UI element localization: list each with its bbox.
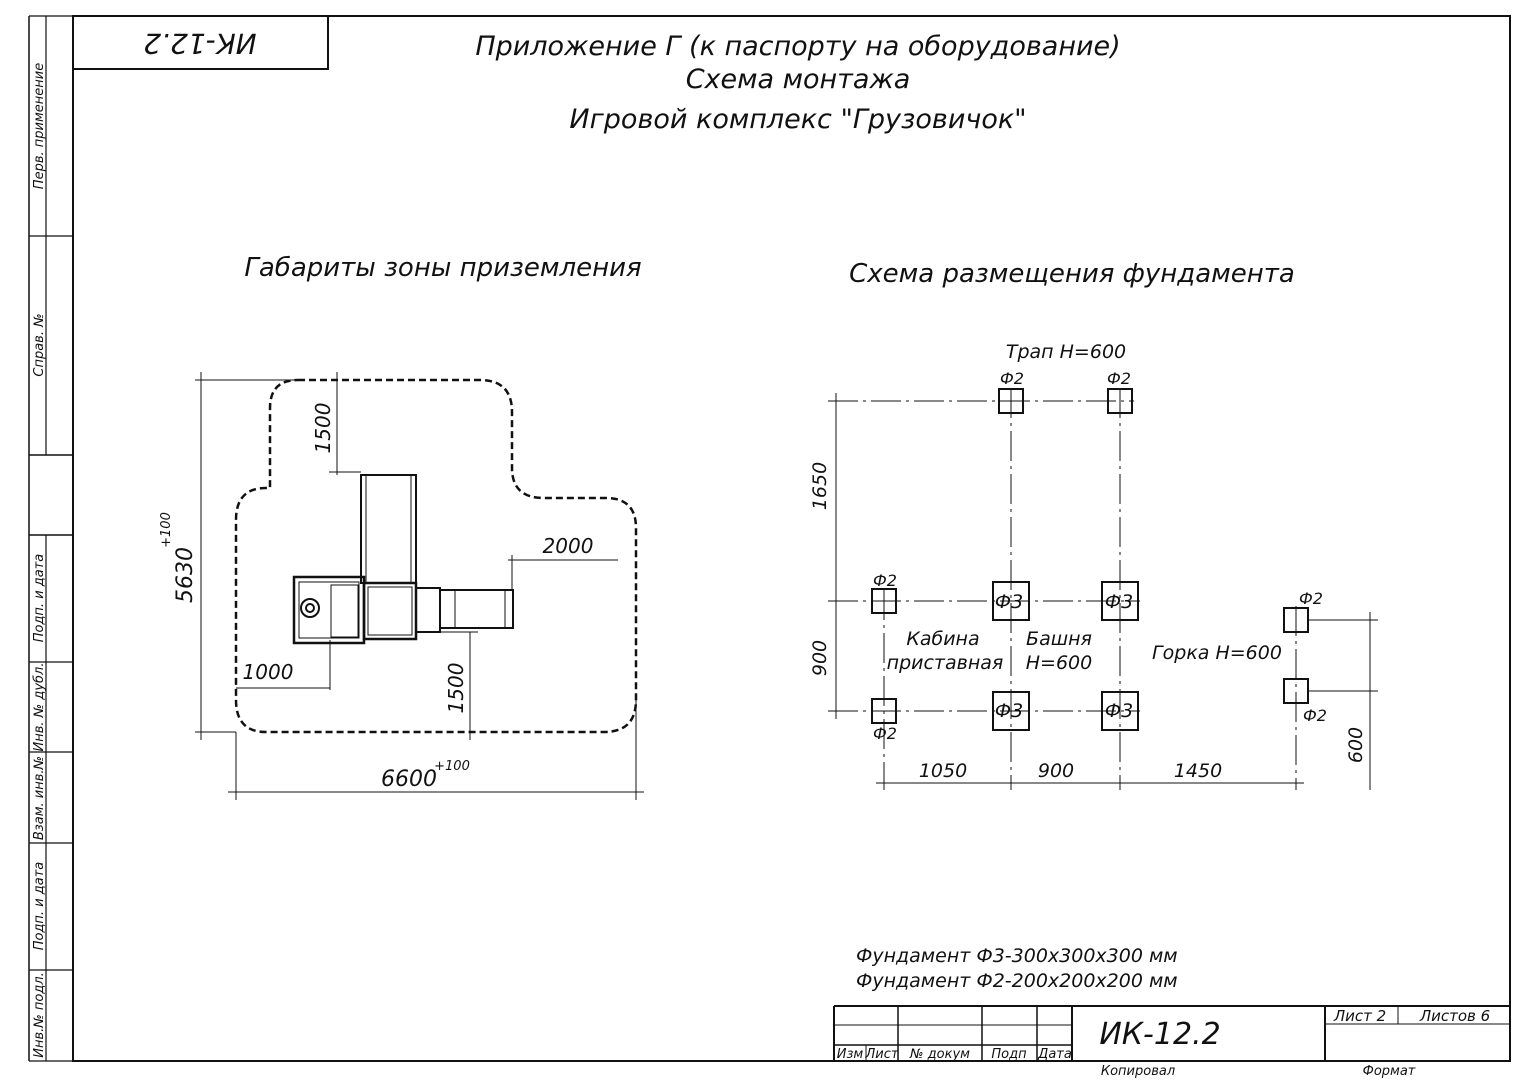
dim-landing-width: 6600 bbox=[381, 767, 437, 792]
outer-frame bbox=[72, 15, 1511, 1062]
foundation-title: Схема размещения фундамента bbox=[849, 259, 1295, 289]
f3-label-2: Ф3 bbox=[1105, 591, 1133, 613]
col-sign: Подп bbox=[991, 1047, 1027, 1062]
f3-foundations bbox=[992, 581, 1139, 731]
dim-foundation-1450: 1450 bbox=[1174, 760, 1222, 782]
note-f3: Фундамент Ф3-300х300х300 мм bbox=[856, 945, 1178, 967]
side-field-podp-data-1: Подп. и дата bbox=[32, 554, 47, 643]
cabin-label-line-1: Кабина bbox=[906, 628, 979, 650]
side-strip bbox=[28, 15, 73, 1062]
foundation-dimensions bbox=[835, 393, 1371, 790]
tower-label-line-1: Башня bbox=[1026, 628, 1092, 650]
col-doc: № докум bbox=[909, 1047, 970, 1062]
f3-label-4: Ф3 bbox=[1105, 700, 1133, 722]
side-field-inv-podl: Инв.№ подл. bbox=[32, 972, 47, 1058]
header-line-3: Игровой комплекс "Грузовичок" bbox=[569, 104, 1026, 135]
dim-landing-left-1000: 1000 bbox=[243, 660, 294, 684]
col-izm: Изм bbox=[837, 1047, 864, 1062]
rotated-code-box bbox=[72, 15, 329, 70]
title-block-code: ИК-12.2 bbox=[1099, 1017, 1220, 1052]
header-line-1: Приложение Г (к паспорту на оборудование… bbox=[475, 31, 1120, 62]
playground-complex bbox=[292, 474, 514, 645]
foundation-centerlines bbox=[828, 388, 1378, 790]
copied-label: Копировал bbox=[1101, 1064, 1175, 1079]
landing-zone-title: Габариты зоны приземления bbox=[244, 253, 641, 283]
header-line-2: Схема монтажа bbox=[686, 64, 911, 95]
dim-foundation-v900: 900 bbox=[809, 640, 831, 676]
title-block-sheets: Листов 6 bbox=[1419, 1007, 1490, 1025]
side-field-podp-data-2: Подп. и дата bbox=[32, 862, 47, 951]
note-f2: Фундамент Ф2-200х200х200 мм bbox=[856, 970, 1178, 992]
landing-zone-outline bbox=[234, 378, 638, 734]
f2-label-bottom-left: Ф2 bbox=[873, 724, 897, 743]
f2-foundations bbox=[871, 388, 1309, 724]
ramp-label: Трап Н=600 bbox=[1006, 341, 1126, 363]
format-label: Формат bbox=[1363, 1064, 1416, 1079]
f2-label-slide-bottom: Ф2 bbox=[1303, 706, 1327, 725]
title-block-sheet: Лист 2 bbox=[1333, 1007, 1386, 1025]
col-list: Лист bbox=[865, 1047, 899, 1062]
f3-label-3: Ф3 bbox=[995, 700, 1023, 722]
dim-landing-width-tol: +100 bbox=[434, 759, 470, 774]
f2-label-top-right: Ф2 bbox=[1107, 369, 1131, 388]
slide-label: Горка Н=600 bbox=[1152, 642, 1282, 664]
f2-label-slide-top: Ф2 bbox=[1299, 589, 1323, 608]
dim-landing-right-2000: 2000 bbox=[543, 534, 594, 558]
dim-foundation-h900: 900 bbox=[1038, 760, 1074, 782]
rotated-code: ИК-12.2 bbox=[143, 27, 256, 60]
side-field-inv-dubl: Инв. № дубл. bbox=[32, 663, 47, 752]
f2-label-mid-left: Ф2 bbox=[873, 571, 897, 590]
title-block bbox=[833, 1005, 1510, 1061]
side-field-sprav-no: Справ. № bbox=[32, 313, 47, 376]
f2-label-top-left: Ф2 bbox=[1000, 369, 1024, 388]
col-date: Дата bbox=[1037, 1047, 1072, 1062]
dim-landing-height: 5630 bbox=[173, 547, 198, 603]
tower-label-line-2: Н=600 bbox=[1026, 652, 1092, 674]
side-field-perv-primenenie: Перв. применение bbox=[32, 63, 47, 189]
f3-label-1: Ф3 bbox=[995, 591, 1023, 613]
cabin-label-line-2: приставная bbox=[887, 652, 1004, 674]
dim-foundation-1050: 1050 bbox=[919, 760, 967, 782]
dim-foundation-1650: 1650 bbox=[809, 462, 831, 510]
dim-foundation-600: 600 bbox=[1345, 727, 1367, 763]
dim-landing-bottom-1500: 1500 bbox=[444, 663, 468, 714]
dim-landing-height-tol: +100 bbox=[159, 512, 174, 548]
side-field-vzam-inv: Взам. инв.№ bbox=[32, 756, 47, 840]
landing-zone-dimensions bbox=[195, 372, 644, 800]
dim-landing-top-1500: 1500 bbox=[311, 403, 335, 454]
